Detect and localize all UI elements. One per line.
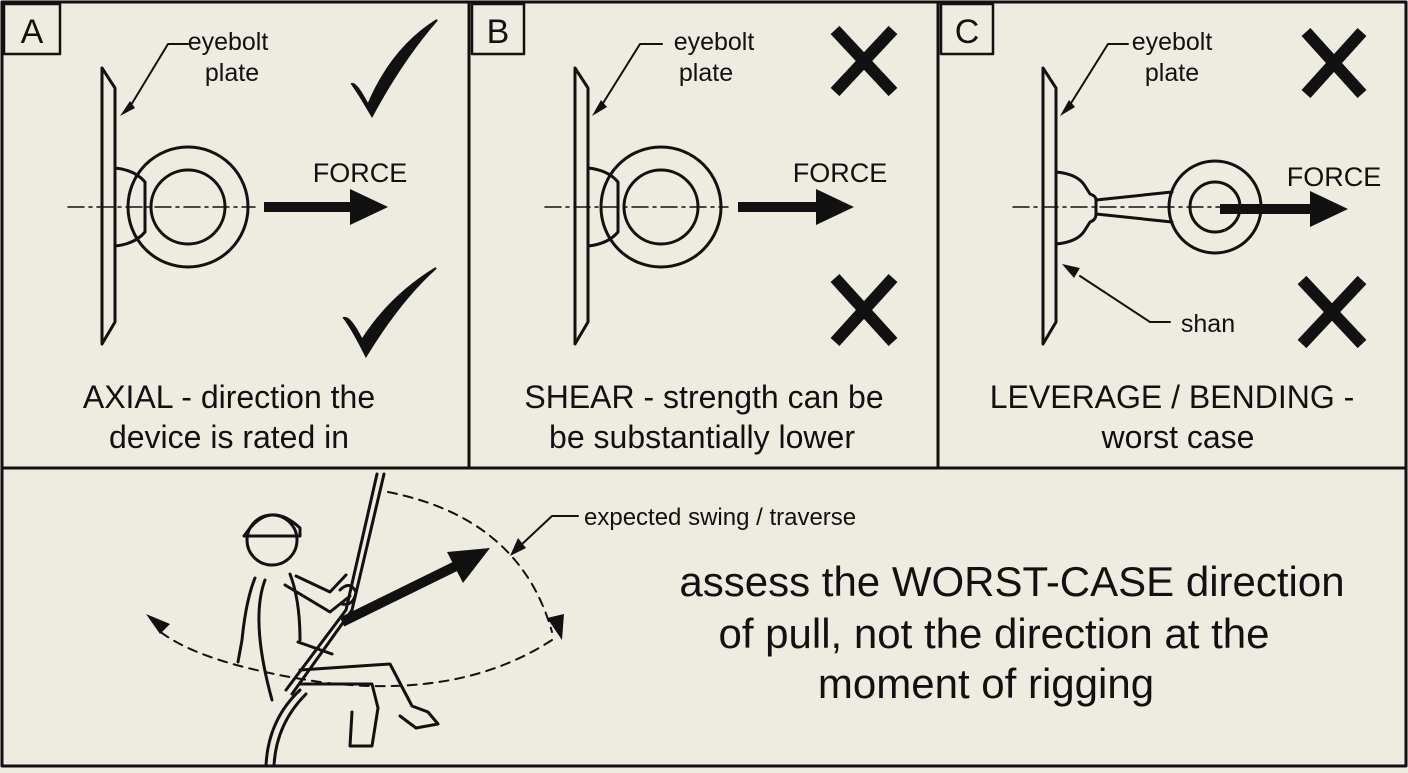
plate-leader-line [599,43,663,109]
shank-leader-arrowhead [1062,264,1080,278]
helmet-icon [242,513,302,538]
worker-leg-rear [298,682,380,748]
plate-label-line-2: plate [205,59,259,87]
force-arrow [1220,191,1348,227]
panel-caption-line-1: LEVERAGE / BENDING - [990,379,1355,415]
swing-leader-arrowhead [510,538,526,556]
plate-leader-arrowhead [120,101,135,116]
plate-leader-line [1067,43,1129,109]
harness-strap [296,640,334,656]
plate-label-line-2: plate [679,59,733,87]
panel-b: B eyebolt plate FORCE SHEAR - strength c… [470,2,898,455]
plate-leader-line [127,43,189,111]
plate-label-line-1: eyebolt [1132,28,1213,56]
shank-leader-line [1079,275,1171,323]
force-label: FORCE [313,158,408,188]
worker-back [236,576,257,664]
panel-letter-box [470,2,526,56]
panel-caption-line-1: AXIAL - direction the [83,379,375,415]
plate-leader-arrowhead [592,100,607,116]
cross-icon [830,25,898,97]
panel-caption-line-2: be substantially lower [549,419,855,455]
eyebolt-body [67,145,256,269]
swing-label: expected swing / traverse [584,504,856,531]
panel-letter: C [955,13,980,51]
panel-caption-line-1: SHEAR - strength can be [524,379,883,415]
swing-arc-right [387,491,553,633]
message-line-1: assess the WORST-CASE direction [679,558,1344,605]
swing-leader-line [519,515,579,547]
check-icon [350,19,438,119]
cross-icon [830,273,898,347]
panel-letter: A [21,13,44,51]
eyebolt-plate [100,66,117,346]
panel-caption-line-2: worst case [1101,419,1255,455]
bottom-panel: expected swing / traverse [146,472,1345,768]
eyebolt-shank [1094,190,1174,202]
swing-arc-left-arrowhead [146,614,170,634]
worker-leg-front [298,662,440,730]
eyebolt-plate [1041,66,1058,346]
worker-hand [338,584,358,606]
panel-letter-box [2,2,62,56]
worst-case-pull-arrow [339,548,490,627]
force-arrow [264,189,388,225]
swing-arc-left [157,629,553,688]
plate-label-line-1: eyebolt [674,28,755,56]
panel-c: C eyebolt plate FORCE shan [939,2,1382,455]
worker-arm [283,583,352,614]
plate-label-line-1: eyebolt [188,28,269,56]
rope-access-worker-figure [236,513,440,748]
message-line-2: of pull, not the direction at the [718,610,1269,657]
force-label: FORCE [793,158,888,188]
panel-caption-line-2: device is rated in [109,419,349,455]
panel-letter-box [939,2,995,56]
panel-a: A eyebolt plate FORCE AXIAL - direction … [2,2,438,455]
shank-label: shan [1181,310,1235,338]
force-label: FORCE [1287,162,1382,192]
panel-letter: B [487,13,510,51]
swing-arc-right-arrowhead [547,614,564,640]
check-icon [342,267,437,359]
rope [264,472,386,768]
force-arrow [738,189,854,225]
eyebolt-body [544,145,729,269]
worker-chest [288,572,302,642]
cross-icon [1297,275,1367,349]
eyebolt-plate [573,66,590,346]
cross-icon [1301,27,1367,99]
plate-label-line-2: plate [1145,59,1199,87]
message-line-3: moment of rigging [818,660,1154,707]
plate-leader-arrowhead [1060,100,1075,116]
